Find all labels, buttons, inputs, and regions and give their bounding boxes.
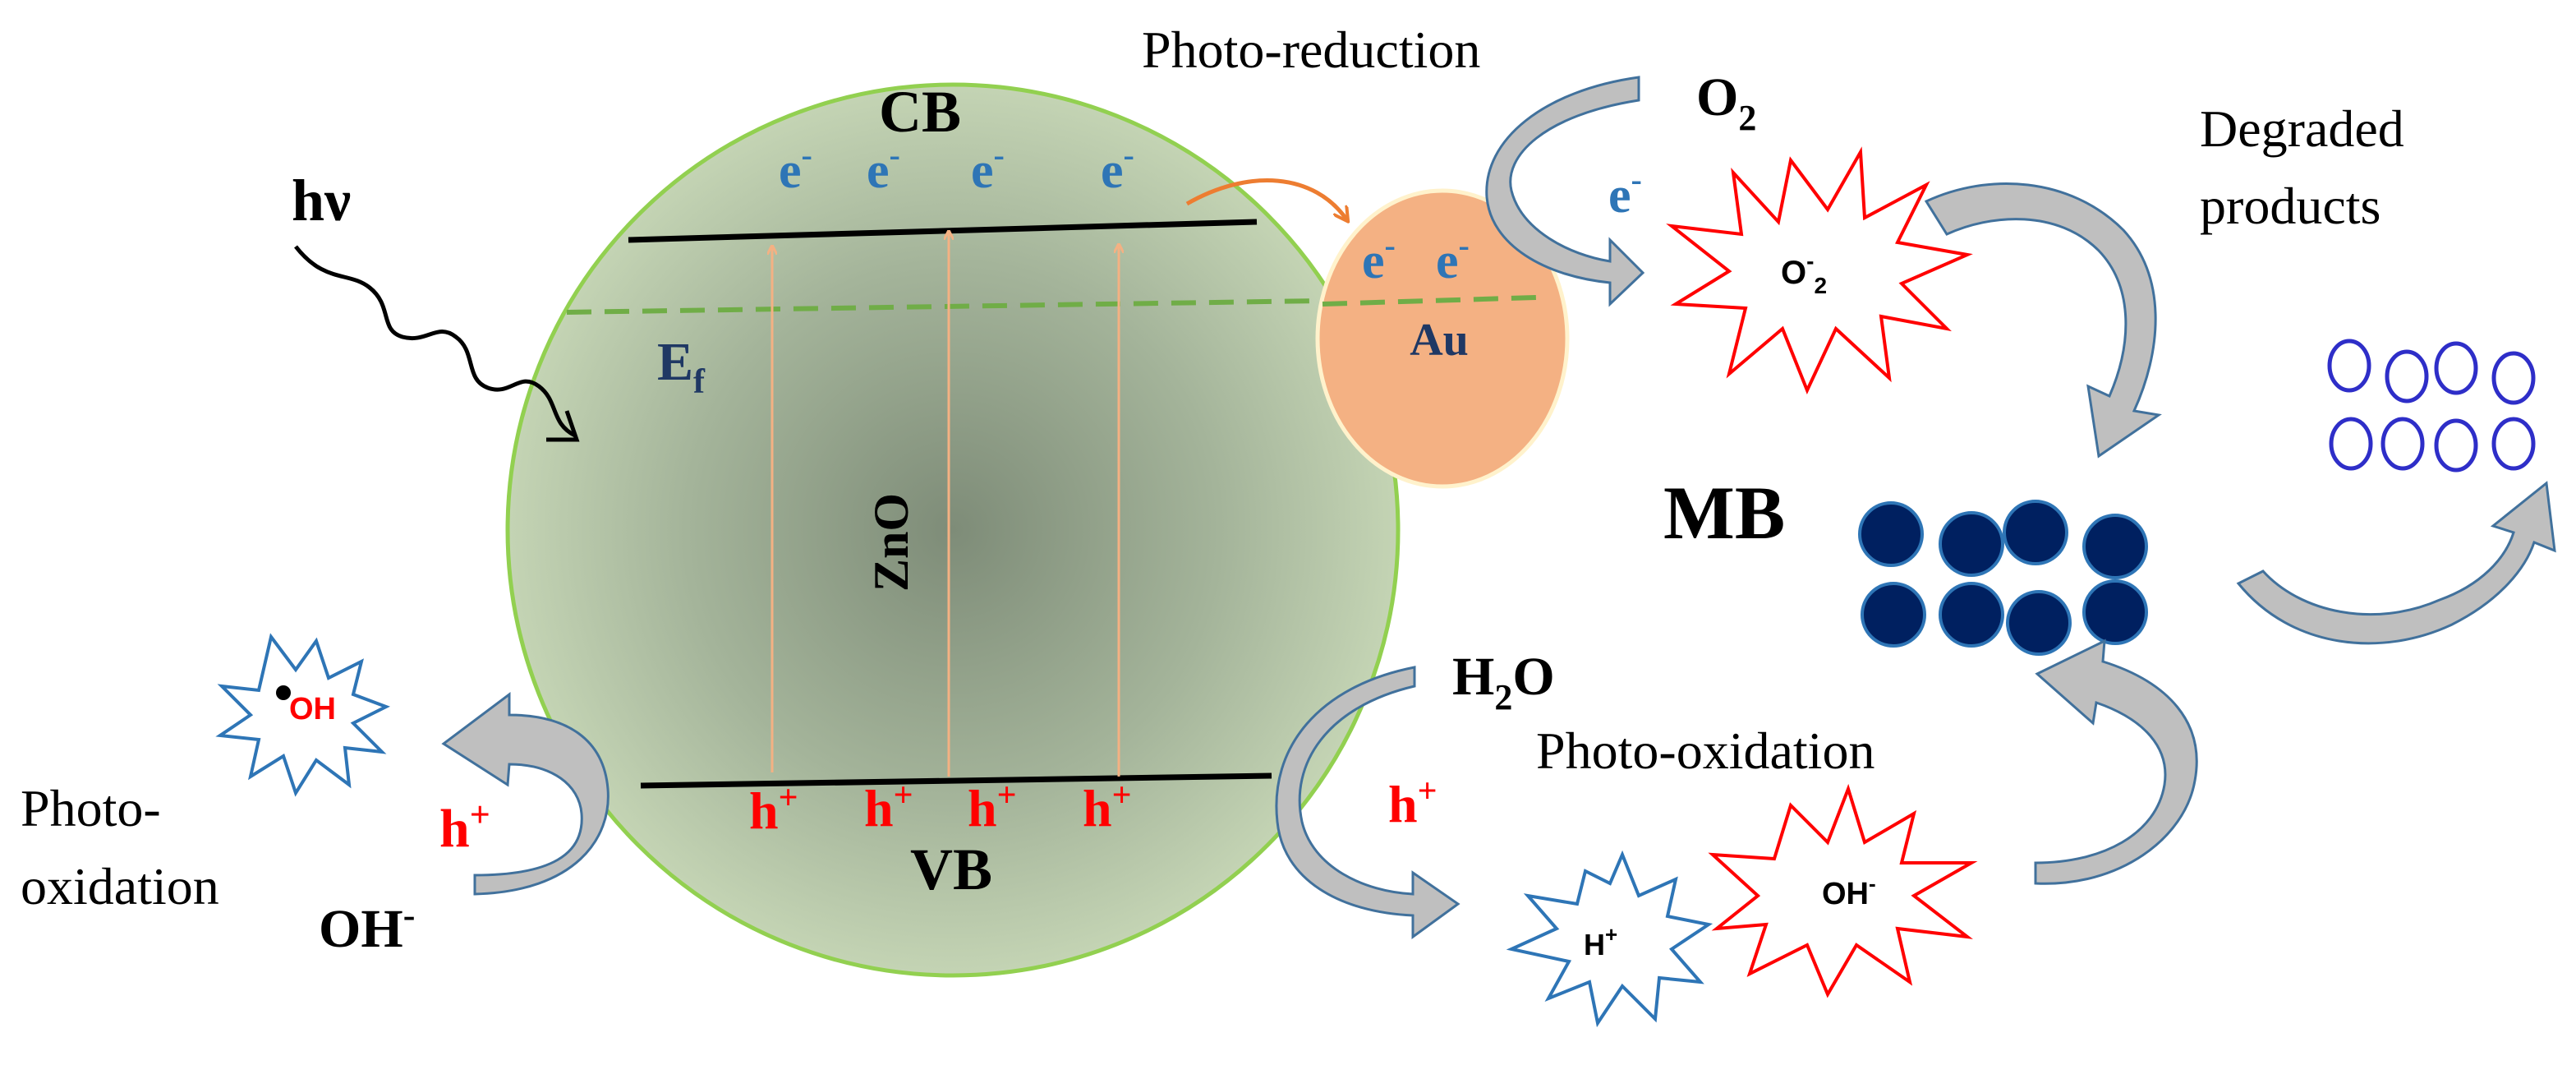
degraded-molecule: [2329, 417, 2373, 471]
photo-oxidation-left-line1: Photo-: [21, 779, 161, 837]
mb-molecule: [1939, 582, 2004, 648]
o2-label: O2: [1696, 67, 1756, 138]
left-hole-label: h+: [439, 795, 490, 859]
valence-band-line: [640, 772, 1272, 789]
electron-transfer-arrow: [1185, 178, 1347, 220]
reduction-electron: e-: [1608, 161, 1642, 224]
ohminus-to-mb-arrow: [2034, 639, 2198, 885]
superoxide-label: O-2: [1781, 248, 1827, 298]
degraded-molecule: [2491, 351, 2536, 405]
mb-molecule: [1939, 511, 2004, 577]
photo-oxidation-right-label: Photo-oxidation: [1536, 722, 1874, 780]
light-wave-arrowhead: [546, 410, 580, 442]
degraded-molecule: [2434, 418, 2478, 473]
hole-4: h+: [1083, 777, 1132, 837]
hole-3: h+: [968, 777, 1017, 837]
mb-label: MB: [1663, 471, 1785, 555]
radical-dot: [276, 685, 291, 700]
ohminus-label: OH-: [1822, 871, 1876, 911]
superoxide-burst: [1666, 146, 1973, 395]
mb-molecule: [2003, 500, 2068, 565]
cb-label: CB: [879, 79, 961, 145]
electron-2: e-: [867, 136, 900, 199]
degraded-molecule: [2380, 417, 2425, 471]
degraded-molecule: [2434, 341, 2478, 395]
hydroxyl-radical-burst: [215, 633, 390, 797]
degraded-label-line1: Degraded: [2200, 99, 2404, 158]
degraded-label-line2: products: [2200, 177, 2380, 235]
right-hole-label: h+: [1388, 772, 1438, 833]
mb-molecule: [1858, 501, 1924, 567]
electron-3: e-: [971, 136, 1005, 199]
mb-molecule: [2082, 579, 2148, 645]
hole-1: h+: [749, 779, 798, 840]
light-wave-icon: [294, 245, 577, 438]
superoxide-to-mb-arrow: [1924, 182, 2162, 459]
left-oxidation-arrow: [441, 692, 610, 896]
au-electron-2: e-: [1436, 227, 1470, 289]
hplus-burst: [1506, 850, 1714, 1028]
ohminus-burst: [1708, 783, 1978, 998]
hplus-label: H+: [1584, 922, 1617, 961]
mb-molecule: [2082, 514, 2148, 579]
hv-label: hν: [292, 168, 351, 233]
vb-holes: h+ h+ h+ h+: [749, 777, 1132, 840]
mb-molecule: [2006, 590, 2072, 656]
electron-4: e-: [1101, 136, 1134, 199]
electron-1: e-: [779, 136, 812, 199]
conduction-band-line: [628, 219, 1258, 243]
mb-molecules: [1858, 500, 2148, 656]
au-electron-1: e-: [1362, 227, 1396, 289]
zno-label: ZnO: [864, 493, 918, 592]
h2o-label: H2O: [1452, 647, 1555, 717]
photo-oxidation-left-line2: oxidation: [21, 857, 219, 915]
photo-reduction-label: Photo-reduction: [1142, 21, 1480, 79]
mb-to-degraded-arrow: [2236, 481, 2556, 645]
degraded-molecule: [2491, 417, 2536, 471]
cb-electrons: e- e- e- e-: [779, 136, 1134, 199]
ef-label: Ef: [657, 332, 706, 401]
h2o-oxidation-arrow: [1275, 666, 1460, 939]
hole-2: h+: [864, 777, 913, 837]
vb-label: VB: [910, 837, 992, 902]
oh-minus-left-label: OH-: [319, 895, 415, 959]
reduction-curved-arrow: [1485, 76, 1645, 307]
degraded-molecule: [2327, 339, 2371, 393]
degraded-molecule: [2385, 349, 2429, 403]
degraded-products: [2327, 339, 2536, 473]
mb-molecule: [1861, 582, 1926, 648]
au-particle: [1315, 188, 1570, 489]
hydroxyl-radical-label: OH: [289, 692, 336, 726]
au-label: Au: [1410, 315, 1469, 366]
